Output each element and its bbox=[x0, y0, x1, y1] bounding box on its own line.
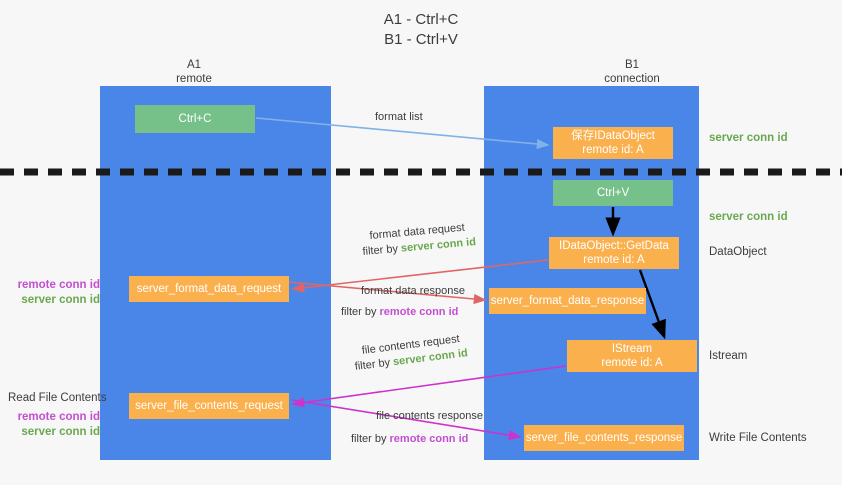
label-server-conn-id-lower: server conn id bbox=[21, 426, 100, 438]
box-istream[interactable]: IStream remote id: A bbox=[567, 340, 697, 372]
column-b1-subtitle: connection bbox=[604, 73, 660, 85]
box-getdata-line1: IDataObject::GetData bbox=[559, 240, 669, 252]
box-server-file-contents-request[interactable]: server_file_contents_request bbox=[129, 393, 289, 419]
filter-prefix: filter by bbox=[351, 433, 390, 445]
box-ctrl-c[interactable]: Ctrl+C bbox=[135, 105, 255, 133]
label-left-conn-ids-lower: remote conn id server conn id bbox=[8, 410, 100, 440]
column-header-a1: A1 remote bbox=[129, 58, 259, 86]
box-save-idataobject-line1: 保存IDataObject bbox=[571, 130, 655, 142]
arrow-label-format-list: format list bbox=[375, 111, 423, 123]
label-write-file-contents: Write File Contents bbox=[709, 432, 807, 444]
box-server-format-data-response-label: server_format_data_response bbox=[490, 295, 645, 307]
title-line-1: A1 - Ctrl+C bbox=[383, 11, 459, 28]
filter-prefix: filter by bbox=[354, 356, 394, 373]
box-getdata-line2: remote id: A bbox=[583, 254, 645, 266]
column-header-b1: B1 connection bbox=[552, 58, 712, 86]
box-save-idataobject[interactable]: 保存IDataObject remote id: A bbox=[553, 127, 673, 159]
box-server-file-contents-response-label: server_file_contents_response bbox=[525, 432, 683, 444]
arrow-label-format-data-response-filter: filter by remote conn id bbox=[341, 305, 458, 320]
title-line-2: B1 - Ctrl+V bbox=[384, 31, 458, 48]
box-server-file-contents-request-label: server_file_contents_request bbox=[135, 400, 283, 412]
box-server-format-data-request[interactable]: server_format_data_request bbox=[129, 276, 289, 302]
box-ctrl-v-label: Ctrl+V bbox=[596, 187, 630, 199]
label-remote-conn-id-lower: remote conn id bbox=[17, 411, 100, 423]
box-save-idataobject-line2: remote id: A bbox=[582, 144, 644, 156]
column-b1-name: B1 bbox=[624, 59, 640, 71]
label-server-conn-id-upper: server conn id bbox=[21, 294, 100, 306]
arrow-label-file-contents-response-filter: filter by remote conn id bbox=[351, 432, 468, 447]
box-istream-line1: IStream bbox=[611, 343, 653, 355]
label-left-conn-ids-upper: remote conn id server conn id bbox=[8, 278, 100, 308]
label-remote-conn-id-upper: remote conn id bbox=[17, 279, 100, 291]
box-server-format-data-response[interactable]: server_format_data_response bbox=[489, 288, 646, 314]
label-server-conn-id-second: server conn id bbox=[709, 211, 788, 223]
filter-prefix: filter by bbox=[341, 306, 380, 318]
box-istream-line2: remote id: A bbox=[601, 357, 663, 369]
filter-value-remote-conn-id: remote conn id bbox=[389, 433, 469, 445]
box-ctrl-v[interactable]: Ctrl+V bbox=[553, 180, 673, 206]
box-server-file-contents-response[interactable]: server_file_contents_response bbox=[524, 425, 684, 451]
filter-prefix: filter by bbox=[362, 242, 402, 258]
column-a1-name: A1 bbox=[186, 59, 202, 71]
filter-value-remote-conn-id: remote conn id bbox=[379, 306, 459, 318]
label-istream: Istream bbox=[709, 350, 748, 362]
box-server-format-data-request-label: server_format_data_request bbox=[136, 283, 282, 295]
label-server-conn-id-top: server conn id bbox=[709, 132, 788, 144]
page-title: A1 - Ctrl+C B1 - Ctrl+V bbox=[0, 10, 842, 50]
box-idataobject-getdata[interactable]: IDataObject::GetData remote id: A bbox=[549, 237, 679, 269]
column-a1-subtitle: remote bbox=[176, 73, 212, 85]
label-dataobject: DataObject bbox=[709, 246, 767, 258]
label-read-file-contents: Read File Contents bbox=[8, 392, 107, 404]
box-ctrl-c-label: Ctrl+C bbox=[178, 113, 212, 125]
arrow-label-format-data-response: format data response bbox=[361, 285, 465, 297]
arrow-label-file-contents-response: file contents response bbox=[376, 410, 484, 422]
